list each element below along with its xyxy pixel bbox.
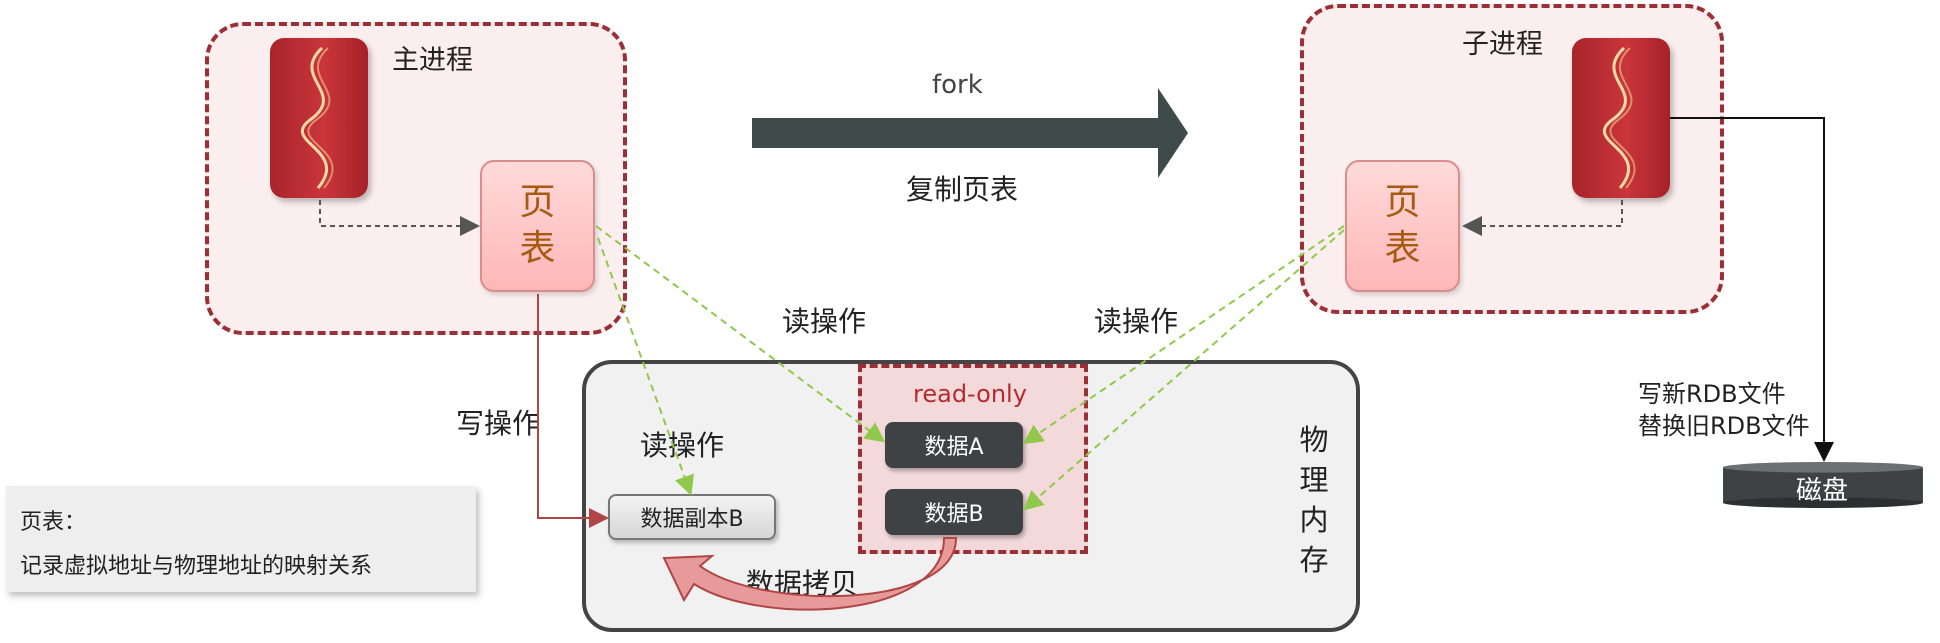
data-b: 数据B [885,489,1023,535]
write-arrow [537,294,609,528]
read-only-label: read-only [913,380,1027,408]
child-process-icon [1572,38,1670,198]
memory-title-char: 物 [1299,423,1329,457]
fork-arrow [752,88,1188,178]
squiggle-icon [1603,46,1636,189]
disk-label: 磁盘 [1796,476,1849,506]
child-process-to-pagetable [1462,200,1623,236]
memory-title-char: 内 [1299,503,1329,537]
data-a: 数据A [885,422,1023,468]
disk-icon [1723,462,1923,508]
page-table-char-1: 页 [1384,182,1421,223]
copy-page-table-label: 复制页表 [906,173,1019,206]
read-arrow-child-to-data-a [1022,225,1345,445]
main-process-icon [270,38,368,198]
read-arrow-child-to-data-b [1022,229,1345,511]
main-process-to-pagetable [319,200,480,236]
read-arrow-main-to-data-a [595,225,886,443]
note-body: 记录虚拟地址与物理地址的映射关系 [20,554,373,579]
main-page-table: 页 表 [480,160,595,292]
page-table-char-2: 表 [1384,228,1421,269]
read-arrow-main-to-copy-b [597,237,694,496]
child-page-table: 页 表 [1345,160,1460,292]
page-table-char-1: 页 [519,182,556,223]
page-table-char-2: 表 [519,228,556,269]
memory-title-char: 存 [1299,543,1329,577]
main-process-label: 主进程 [392,45,473,76]
child-process-label: 子进程 [1462,29,1543,60]
fork-label: fork [932,70,983,100]
read-op-left-label: 读操作 [782,305,867,338]
squiggle-icon [301,46,334,189]
write-op-label: 写操作 [456,407,541,440]
data-copy-arrow [662,537,958,611]
note-title: 页表： [20,510,87,535]
read-op-right-label: 读操作 [1094,305,1179,338]
read-op-inner-label: 读操作 [640,429,725,462]
physical-memory-title: 物 理 内 存 [1296,420,1332,580]
write-rdb-label: 写新RDB文件 [1638,380,1786,408]
child-to-disk-line [1670,117,1834,462]
page-table-note: 页表： 记录虚拟地址与物理地址的映射关系 [6,486,476,592]
memory-title-char: 理 [1299,463,1329,497]
replace-rdb-label: 替换旧RDB文件 [1638,412,1810,440]
